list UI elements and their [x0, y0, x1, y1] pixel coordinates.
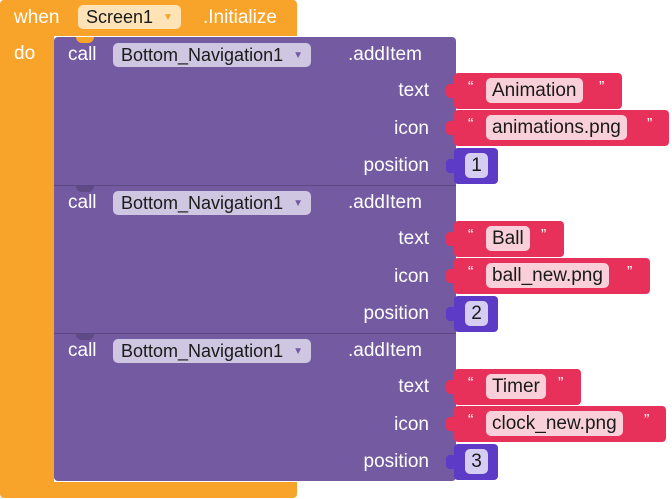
number-block-tab	[446, 159, 456, 173]
caret-down-icon: ▼	[293, 49, 304, 61]
block-seam	[54, 185, 456, 186]
open-quote: “	[468, 227, 474, 244]
position-value[interactable]: 1	[465, 153, 488, 178]
text-block-text-1[interactable]: “ Animation ”	[454, 73, 622, 109]
block-notch	[76, 334, 94, 340]
position-value[interactable]: 2	[465, 301, 488, 326]
close-quote: ”	[644, 412, 650, 429]
position-param-label: position	[363, 155, 430, 176]
icon-value[interactable]: ball_new.png	[486, 263, 609, 288]
text-block-tab	[446, 84, 456, 98]
when-keyword: when	[14, 7, 60, 28]
text-block-icon-1[interactable]: “ animations.png ”	[454, 110, 669, 146]
component-dropdown-2[interactable]: Bottom_Navigation1 ▼	[113, 191, 312, 215]
close-quote: ”	[558, 375, 564, 392]
block-notch	[76, 37, 94, 43]
text-block-text-2[interactable]: “ Ball ”	[454, 221, 564, 257]
open-quote: “	[468, 412, 474, 429]
screen-dropdown-label: Screen1	[86, 6, 154, 27]
text-param-label: text	[398, 80, 429, 101]
close-quote: ”	[541, 227, 547, 244]
do-keyword: do	[14, 43, 36, 64]
number-block-tab	[446, 455, 456, 469]
caret-down-icon: ▼	[163, 11, 173, 23]
text-value[interactable]: Timer	[486, 374, 546, 399]
method-name: .addItem	[348, 340, 422, 361]
block-seam	[54, 333, 456, 334]
number-block-2[interactable]: 2	[454, 296, 498, 332]
text-block-tab	[446, 380, 456, 394]
close-quote: ”	[627, 264, 633, 281]
open-quote: “	[468, 264, 474, 281]
caret-down-icon: ▼	[293, 197, 304, 209]
screen-dropdown[interactable]: Screen1 ▼	[78, 5, 181, 29]
text-param-label: text	[398, 228, 429, 249]
text-value[interactable]: Animation	[486, 78, 583, 103]
number-block-1[interactable]: 1	[454, 148, 498, 184]
open-quote: “	[468, 116, 474, 133]
event-block-body	[0, 36, 54, 482]
call-keyword: call	[68, 44, 97, 65]
close-quote: ”	[647, 116, 653, 133]
text-param-label: text	[398, 376, 429, 397]
position-param-label: position	[363, 303, 430, 324]
text-block-tab	[446, 121, 456, 135]
component-dropdown-3[interactable]: Bottom_Navigation1 ▼	[113, 339, 312, 363]
component-dropdown-1[interactable]: Bottom_Navigation1 ▼	[113, 43, 312, 67]
component-dropdown-label: Bottom_Navigation1	[121, 192, 284, 213]
block-notch	[76, 186, 94, 192]
text-value[interactable]: Ball	[486, 226, 530, 251]
icon-param-label: icon	[394, 118, 429, 139]
number-block-tab	[446, 307, 456, 321]
text-block-text-3[interactable]: “ Timer ”	[454, 369, 581, 405]
open-quote: “	[468, 79, 474, 96]
text-block-tab	[446, 232, 456, 246]
text-block-icon-2[interactable]: “ ball_new.png ”	[454, 258, 650, 294]
event-block-footer	[0, 482, 297, 498]
position-param-label: position	[363, 451, 430, 472]
event-name: .Initialize	[203, 7, 277, 28]
text-block-icon-3[interactable]: “ clock_new.png ”	[454, 406, 666, 442]
text-block-tab	[446, 269, 456, 283]
icon-value[interactable]: clock_new.png	[486, 411, 623, 436]
number-block-3[interactable]: 3	[454, 444, 498, 480]
text-block-tab	[446, 417, 456, 431]
call-keyword: call	[68, 340, 97, 361]
method-name: .addItem	[348, 192, 422, 213]
component-dropdown-label: Bottom_Navigation1	[121, 340, 284, 361]
icon-param-label: icon	[394, 266, 429, 287]
component-dropdown-label: Bottom_Navigation1	[121, 44, 284, 65]
caret-down-icon: ▼	[293, 345, 304, 357]
position-value[interactable]: 3	[465, 449, 488, 474]
call-keyword: call	[68, 192, 97, 213]
icon-param-label: icon	[394, 414, 429, 435]
icon-value[interactable]: animations.png	[486, 115, 627, 140]
method-name: .addItem	[348, 44, 422, 65]
close-quote: ”	[599, 79, 605, 96]
open-quote: “	[468, 375, 474, 392]
